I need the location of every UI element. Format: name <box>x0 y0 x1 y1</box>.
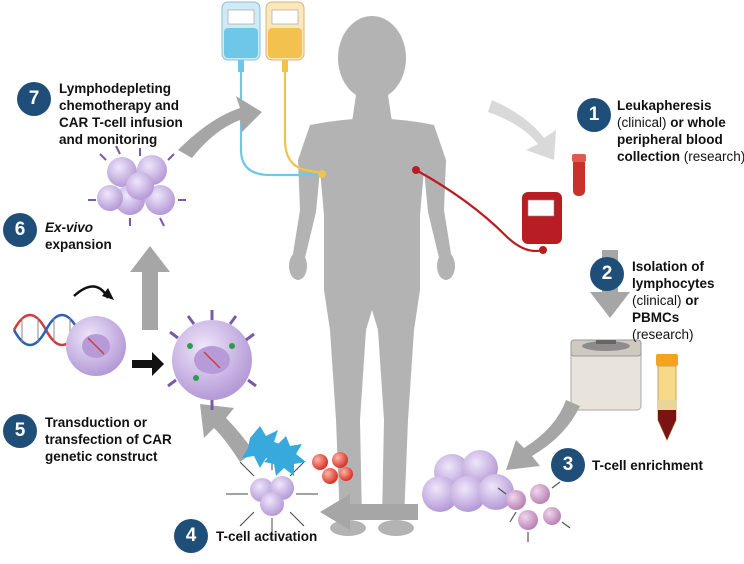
arrow-3-to-4 <box>320 494 418 530</box>
arrow-7-to-body <box>178 96 262 158</box>
cycle-arrows <box>130 96 630 530</box>
step-6-italic: Ex-vivo <box>45 220 94 235</box>
black-arrow <box>132 352 164 376</box>
blood-line <box>415 169 544 253</box>
antibody-beads <box>497 481 571 542</box>
iv-connector <box>318 170 326 178</box>
step-7-badge: 7 <box>17 82 51 116</box>
step-1-badge: 1 <box>577 98 611 132</box>
blood-tube <box>572 154 586 196</box>
step-2-badge: 2 <box>590 257 624 291</box>
step-3-bold1: T-cell enrichment <box>592 458 704 473</box>
step-3-label: T-cell enrichment <box>592 457 742 474</box>
step-1-bold2: or whole peripheral blood collection <box>617 115 726 164</box>
iv-bag-yellow <box>265 1 305 72</box>
dendritic-cells <box>242 426 306 476</box>
step-1-normal2: (research) <box>683 149 744 164</box>
conical-tube <box>656 354 678 442</box>
iv-line-blue <box>239 72 322 177</box>
step-4-bold1: T-cell activation <box>216 529 318 544</box>
step-1-normal1: (clinical) <box>617 115 667 130</box>
step-1-bold1: Leukapheresis <box>617 98 712 113</box>
step-6-bold1: expansion <box>45 237 112 252</box>
step-2-label: Isolation of lymphocytes (clinical) or P… <box>632 258 742 343</box>
car-t-cell-cluster <box>88 145 186 227</box>
iv-line-yellow <box>283 72 323 175</box>
t-cell-before-transduction <box>66 316 126 376</box>
blood-bag <box>522 192 562 244</box>
step-5-badge: 5 <box>3 414 37 448</box>
step-2-normal1: (clinical) <box>632 293 682 308</box>
step-3-badge: 3 <box>551 448 585 482</box>
step-1-label: Leukapheresis (clinical) or whole periph… <box>617 97 744 165</box>
step-5-bold1: Transduction or transfection of CAR gene… <box>45 415 172 464</box>
arrow-4-to-5 <box>200 404 254 462</box>
car-t-cell <box>167 310 257 410</box>
activated-t-cells <box>250 476 294 516</box>
enriched-t-cells <box>422 450 514 512</box>
step-5-label: Transduction or transfection of CAR gene… <box>45 414 215 465</box>
iv-bag-blue <box>221 1 261 72</box>
arrow-body-to-1 <box>488 100 556 160</box>
step-4-label: T-cell activation <box>216 528 366 545</box>
step-6-badge: 6 <box>3 213 37 247</box>
step-4-badge: 4 <box>174 519 208 553</box>
step-7-label: Lymphodepleting chemotherapy and CAR T-c… <box>59 80 194 148</box>
step-2-bold2: or PBMCs <box>632 293 699 325</box>
step-2-bold1: Isolation of lymphocytes <box>632 259 715 291</box>
centrifuge <box>570 339 642 411</box>
step-2-normal2: (research) <box>632 327 694 342</box>
arrow-5-to-6 <box>130 246 170 330</box>
beads <box>312 452 353 484</box>
step-6-label: Ex-vivo expansion <box>45 219 155 253</box>
human-silhouette <box>289 16 455 536</box>
arrow-2-to-3 <box>506 400 580 470</box>
step-7-bold1: Lymphodepleting chemotherapy and CAR T-c… <box>59 81 183 147</box>
